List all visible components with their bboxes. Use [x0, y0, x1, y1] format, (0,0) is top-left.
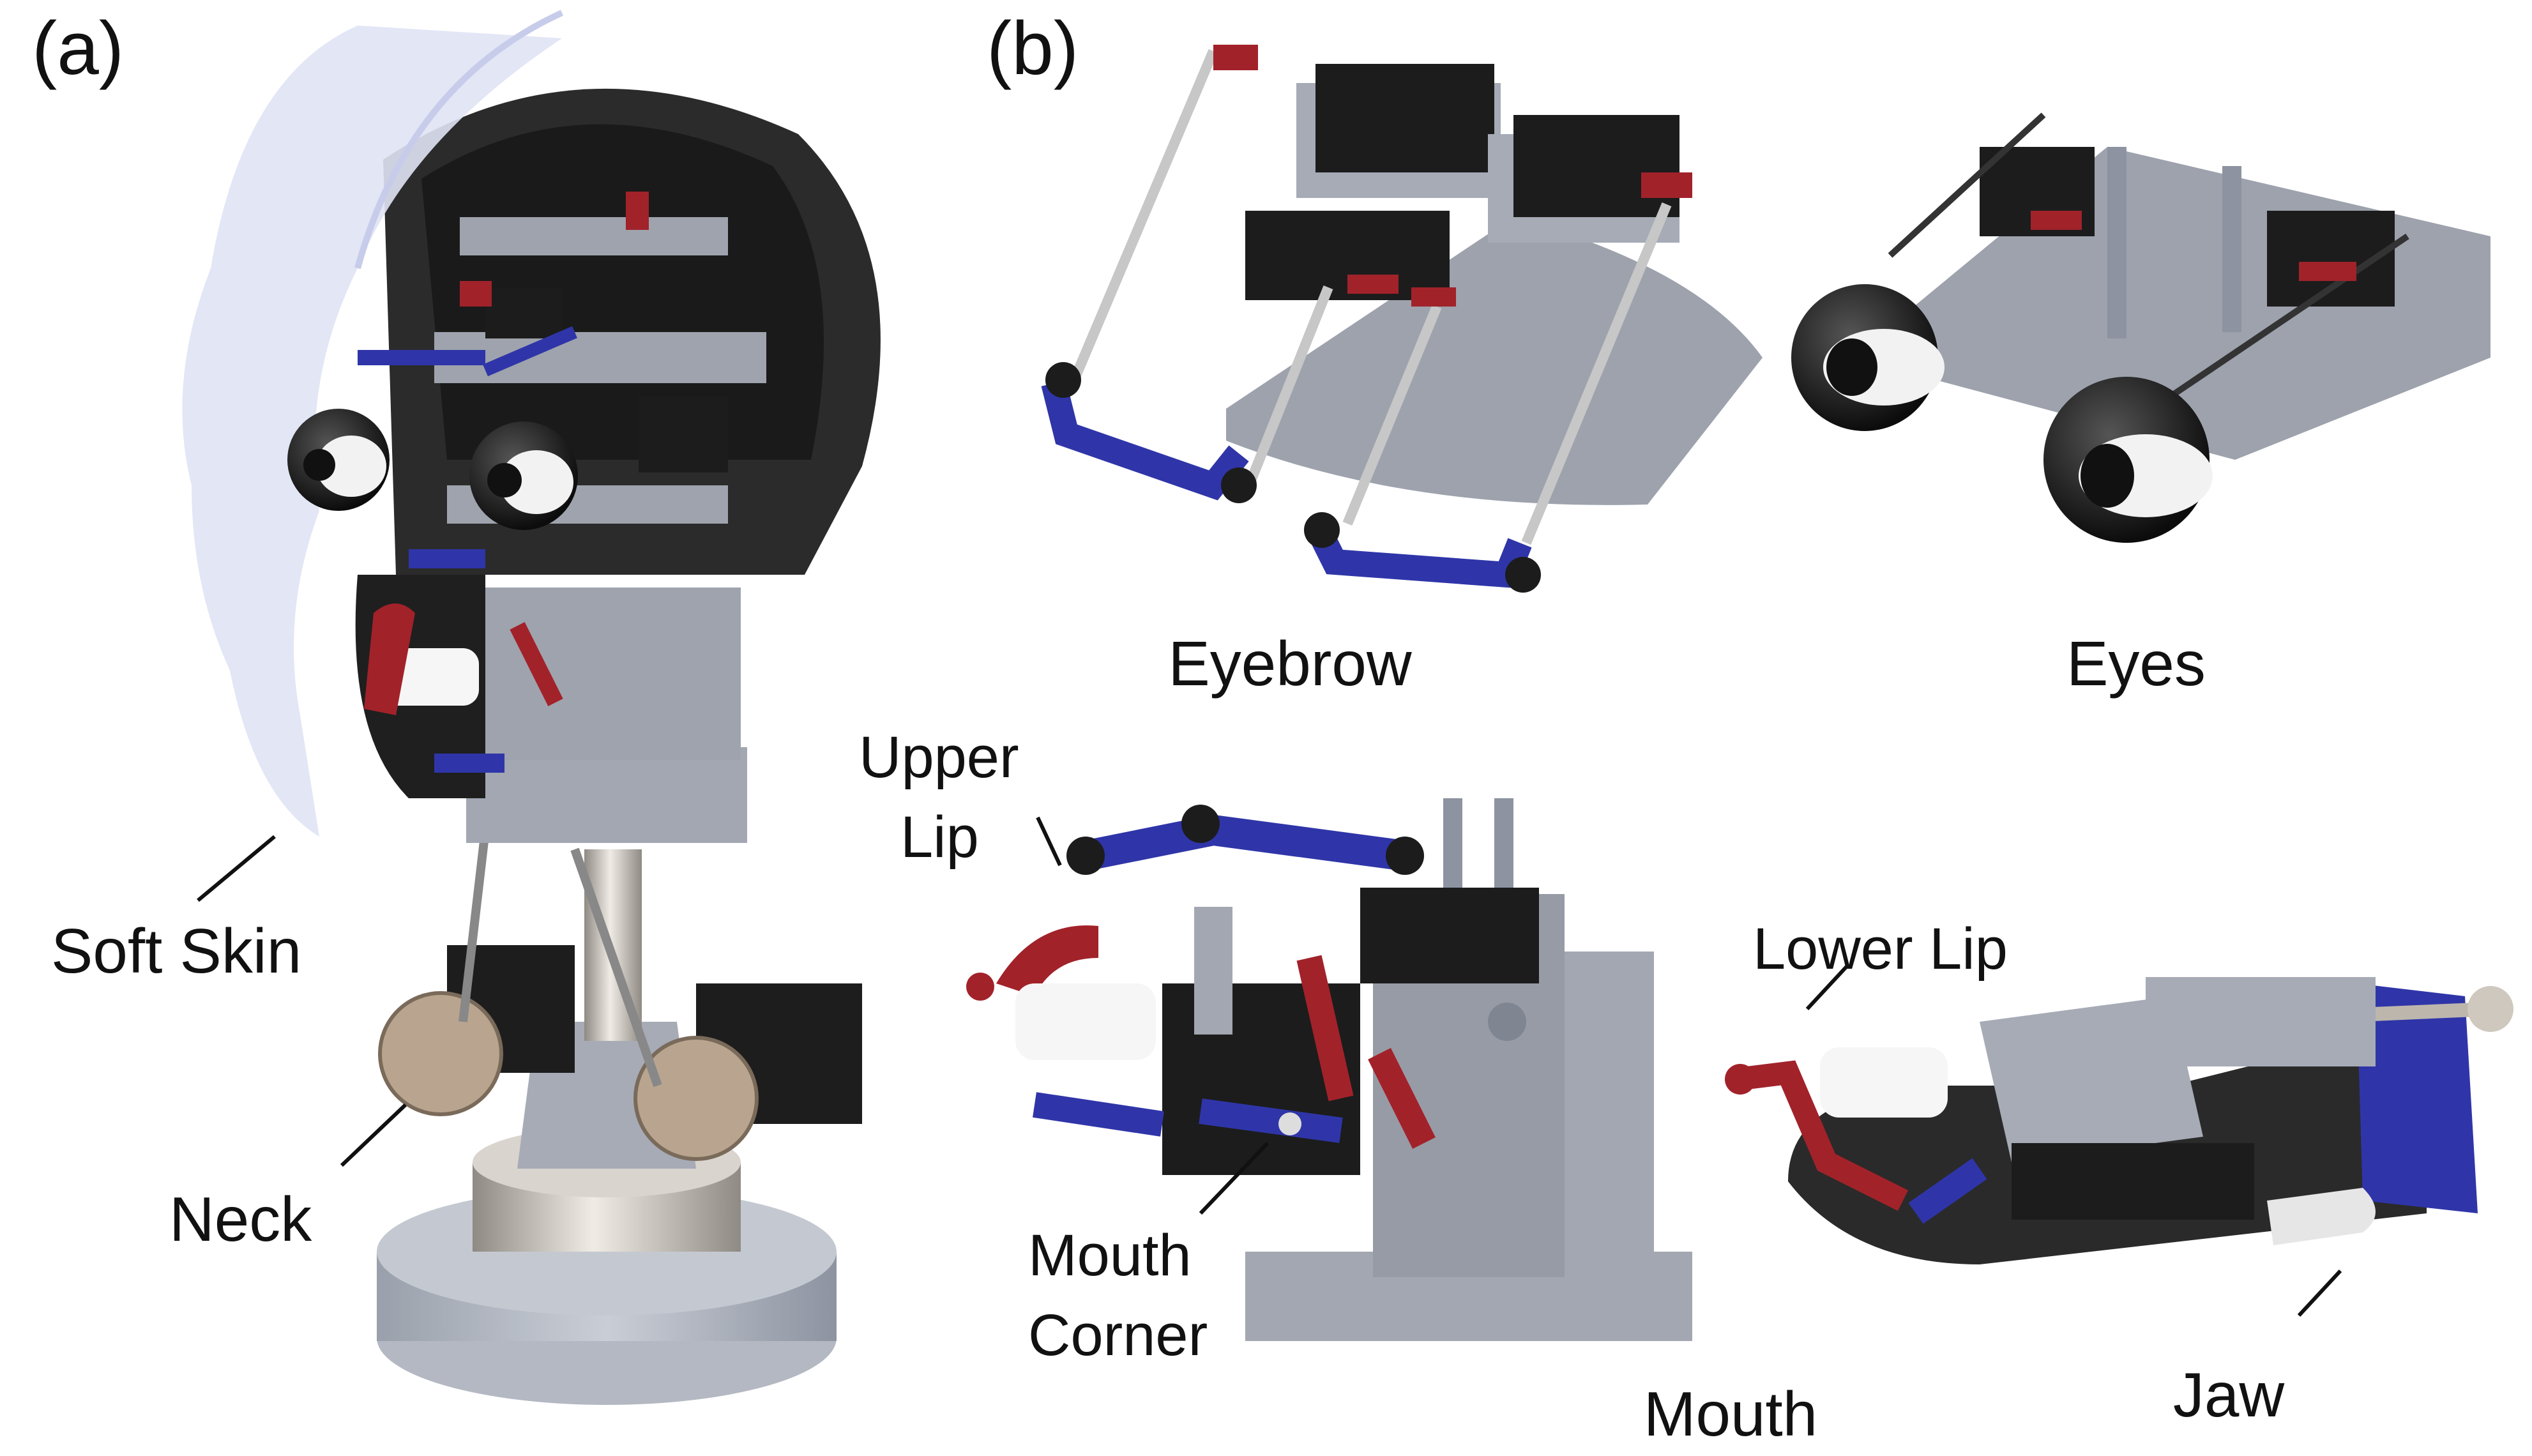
- neck-disc-right: [633, 1036, 759, 1161]
- mouth-label: Mouth: [1643, 1379, 1818, 1449]
- soft-skin: [182, 26, 562, 837]
- upper-lip-label-line2: Lip: [900, 805, 979, 870]
- full-head-assembly: [182, 10, 881, 1405]
- neck-label: Neck: [169, 1184, 312, 1254]
- lower-lip-link: [1735, 1060, 1909, 1211]
- eyebrow-left-link: [1041, 380, 1249, 501]
- lip-module-teeth: [1015, 983, 1156, 1060]
- eyebrow-module: [1041, 45, 1763, 593]
- mouth-corner-label-line1: Mouth: [1028, 1223, 1192, 1288]
- jaw-module: [1725, 977, 2513, 1264]
- mouth-corner-link: [1033, 1092, 1343, 1143]
- panel-b-label: (b): [987, 6, 1079, 91]
- jaw-blue-plate: [2356, 983, 2478, 1213]
- mouth-corner-label-line2: Corner: [1028, 1303, 1208, 1368]
- neck-leader: [340, 1103, 407, 1167]
- soft-skin-label: Soft Skin: [51, 916, 302, 986]
- lip-corner-module: [966, 798, 1692, 1341]
- jaw-teeth: [1820, 1047, 1948, 1118]
- eyes-label: Eyes: [2066, 628, 2206, 699]
- lower-lip-leader: [1805, 962, 1851, 1011]
- lower-lip-label: Lower Lip: [1753, 916, 2008, 982]
- upper-lip-link: [1082, 814, 1407, 871]
- jaw-leader: [2297, 1269, 2342, 1317]
- eyes-module: [1791, 112, 2490, 543]
- upper-lip-leader: [1036, 816, 1062, 867]
- eyebrow-label: Eyebrow: [1168, 628, 1412, 699]
- head-frame-lower: [466, 747, 747, 843]
- soft-skin-leader: [197, 835, 276, 902]
- mouth-corner-leader: [1199, 1141, 1270, 1215]
- eyebrow-right-link: [1304, 518, 1532, 589]
- upper-lip-label-line1: Upper: [859, 725, 1019, 790]
- jaw-label: Jaw: [2172, 1360, 2285, 1430]
- panel-a-label: (a): [32, 6, 125, 91]
- neck-disc-left: [378, 991, 503, 1116]
